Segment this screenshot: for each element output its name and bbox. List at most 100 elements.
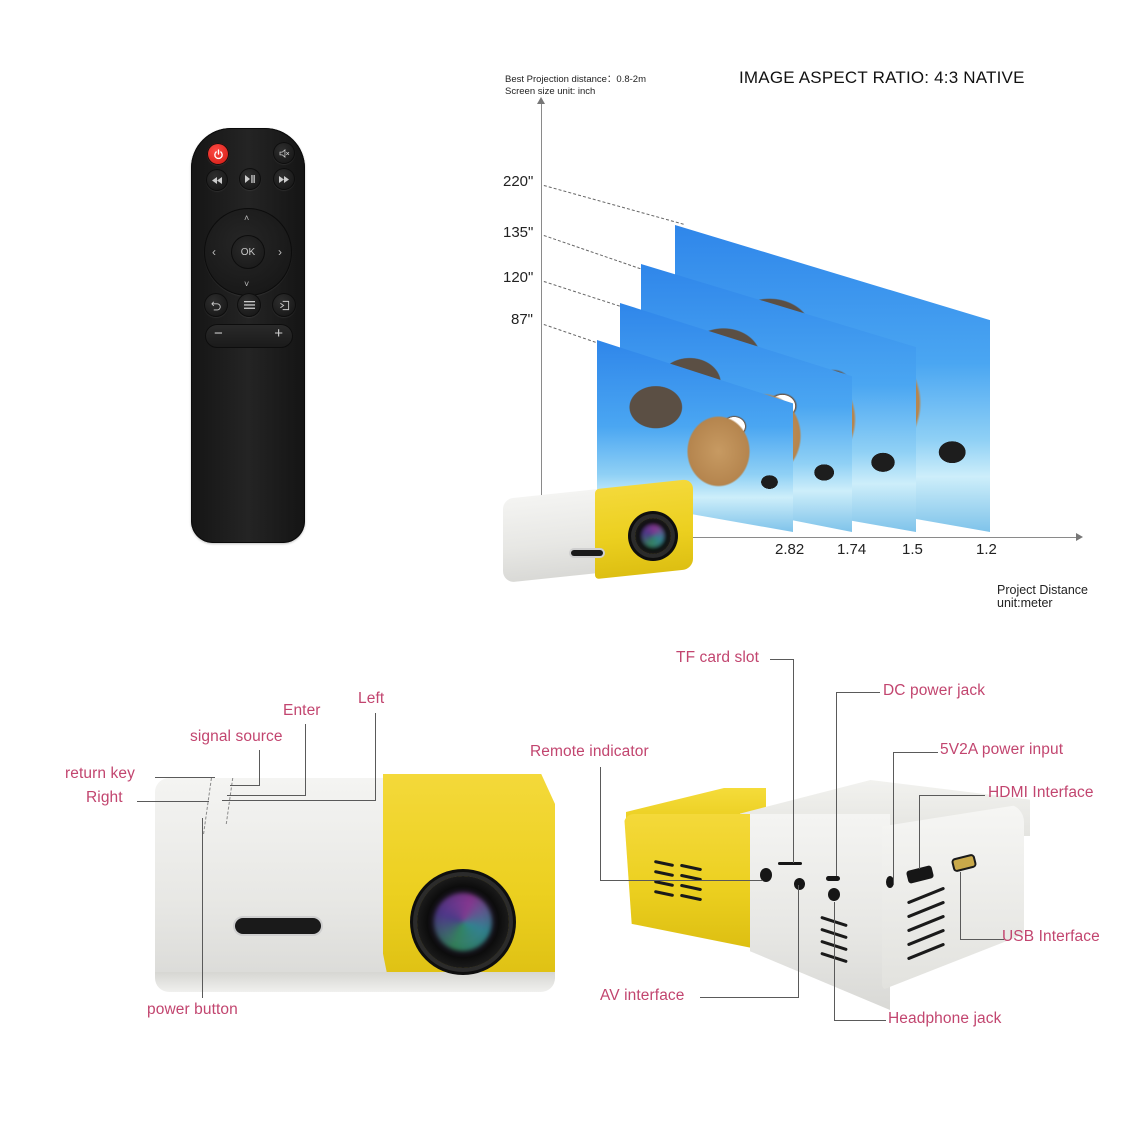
- leader-left-h: [222, 800, 376, 801]
- label-tf-card-slot: TF card slot: [676, 649, 760, 666]
- x-tick-2.82: 2.82: [775, 541, 805, 558]
- leader-dc-h: [836, 692, 880, 693]
- remote-menu-button[interactable]: [237, 293, 261, 317]
- best-distance-note: Best Projection distance：0.8-2m: [505, 74, 646, 85]
- x-tick-1.5: 1.5: [902, 541, 923, 558]
- leader-headphone-v: [834, 902, 835, 1021]
- label-remote-indicator: Remote indicator: [530, 743, 649, 760]
- small-projector-image: [503, 478, 693, 588]
- remote-source-button[interactable]: [272, 293, 296, 317]
- leader-tf-h: [770, 659, 794, 660]
- leader-hdmi-v: [919, 795, 920, 869]
- leader-av-h: [700, 997, 799, 998]
- leader-headphone-h: [834, 1020, 886, 1021]
- leader-power-v: [202, 818, 203, 998]
- projector-front-view: [155, 772, 555, 1002]
- guide-line-135: [543, 235, 650, 273]
- rear-white-side: [750, 814, 890, 1010]
- leader-enter-h: [227, 795, 306, 796]
- leader-enter-v: [305, 724, 306, 796]
- aspect-ratio-headline: IMAGE ASPECT RATIO: 4:3 NATIVE: [739, 68, 1025, 87]
- leader-power-input-h: [893, 752, 938, 753]
- label-return-key: return key: [65, 765, 135, 782]
- x-axis-title-line2: unit:meter: [997, 596, 1053, 610]
- leader-signal-h: [230, 785, 260, 786]
- rear-yellow-side: [624, 814, 752, 948]
- front-base: [155, 972, 555, 992]
- remote-back-button[interactable]: [204, 293, 228, 317]
- projection-note: Best Projection distance：0.8-2m Screen s…: [505, 74, 646, 98]
- label-dc-power-jack: DC power jack: [883, 682, 986, 699]
- leader-usb-v: [960, 872, 961, 940]
- leader-left-v: [375, 713, 376, 800]
- remote-indicator-window: [760, 868, 772, 882]
- remote-mute-button[interactable]: [273, 142, 295, 164]
- guide-line-120: [543, 281, 630, 310]
- remote-rewind-button[interactable]: [206, 169, 228, 191]
- remote-volume-down-button[interactable]: −: [214, 325, 223, 342]
- leader-usb-h: [960, 939, 1004, 940]
- leader-power-input-v: [893, 752, 894, 884]
- y-tick-220: 220": [503, 173, 534, 190]
- remote-ok-button[interactable]: OK: [231, 235, 265, 269]
- leader-remote-v: [600, 767, 601, 881]
- remote-fast-forward-button[interactable]: [273, 168, 295, 190]
- guide-line-220: [543, 185, 684, 225]
- rear-back-face: [882, 804, 1024, 990]
- label-av-interface: AV interface: [600, 987, 685, 1004]
- label-right: Right: [86, 789, 123, 806]
- screen-size-unit-note: Screen size unit: inch: [505, 86, 596, 97]
- remote-volume-rocker: − +: [205, 324, 293, 348]
- label-enter: Enter: [283, 702, 321, 719]
- remote-volume-up-button[interactable]: +: [274, 325, 283, 342]
- leader-tf-v: [793, 659, 794, 863]
- leader-return-h: [155, 777, 215, 778]
- front-vent-slot: [235, 918, 321, 934]
- fast-forward-icon: [279, 175, 289, 183]
- dc-power-port[interactable]: [826, 876, 840, 881]
- play-pause-icon: [245, 175, 255, 183]
- x-axis-title-line1: Project Distance: [997, 583, 1089, 597]
- remote-control: ˄ ˅ ‹ › OK − +: [191, 128, 305, 543]
- x-tick-1.74: 1.74: [837, 541, 867, 558]
- tf-card-slot[interactable]: [778, 862, 802, 865]
- leader-remote-h: [600, 880, 762, 881]
- x-axis: [541, 537, 1079, 538]
- label-headphone-jack: Headphone jack: [888, 1010, 1002, 1027]
- projector-rear-view: [620, 770, 1030, 1010]
- label-signal-source: signal source: [190, 728, 283, 745]
- leader-signal-v: [259, 750, 260, 786]
- label-power-input: 5V2A power input: [940, 741, 1064, 758]
- remote-dpad: ˄ ˅ ‹ › OK: [204, 208, 292, 296]
- back-icon: [210, 301, 221, 310]
- label-usb-interface: USB Interface: [1002, 928, 1100, 945]
- small-projector-white-body: [503, 488, 599, 584]
- front-white-body: [155, 778, 387, 990]
- y-axis: [541, 100, 542, 542]
- small-projector-vent: [571, 550, 603, 556]
- power-input-port[interactable]: [886, 876, 894, 888]
- x-tick-1.2: 1.2: [976, 541, 997, 558]
- remote-right-button[interactable]: ›: [278, 245, 282, 259]
- label-power-button: power button: [147, 1001, 238, 1018]
- x-axis-arrow-icon: [1076, 533, 1083, 541]
- headphone-port[interactable]: [828, 888, 840, 901]
- remote-power-button[interactable]: [207, 143, 229, 165]
- front-lens: [417, 876, 509, 968]
- leader-av-v: [798, 885, 799, 998]
- label-left: Left: [358, 690, 385, 707]
- av-port[interactable]: [794, 878, 805, 890]
- leader-dc-v: [836, 692, 837, 876]
- menu-icon: [243, 301, 255, 309]
- small-projector-lens: [635, 518, 671, 554]
- y-axis-arrow-icon: [537, 97, 545, 104]
- source-icon: [279, 300, 289, 310]
- x-axis-title: Project Distance unit:meter: [997, 584, 1088, 610]
- remote-play-pause-button[interactable]: [239, 168, 261, 190]
- power-icon: [213, 148, 223, 159]
- remote-left-button[interactable]: ‹: [212, 245, 216, 259]
- guide-line-87: [543, 324, 601, 345]
- leader-hdmi-h: [919, 795, 985, 796]
- remote-up-button[interactable]: ˄: [244, 213, 250, 223]
- remote-down-button[interactable]: ˅: [244, 279, 250, 289]
